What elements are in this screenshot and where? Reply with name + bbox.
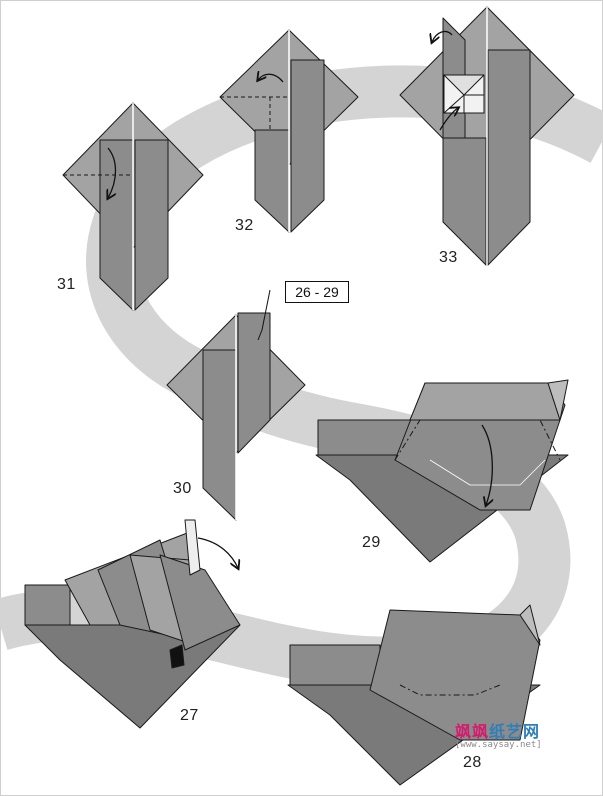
step-number-31: 31 xyxy=(57,276,76,293)
step-number-30: 30 xyxy=(173,480,192,497)
step-27-figure xyxy=(24,519,241,729)
watermark-brand-part2: 纸艺网 xyxy=(489,722,541,741)
step-30-figure xyxy=(166,289,306,521)
watermark-brand: 飒飒纸艺网 xyxy=(455,718,595,742)
step-33-figure xyxy=(399,6,575,266)
step-32-figure xyxy=(219,29,359,233)
step-reference-box: 26 - 29 xyxy=(285,281,349,303)
step-number-32: 32 xyxy=(235,217,254,234)
watermark-url: [www.saysay.net] xyxy=(455,740,542,750)
watermark-brand-part1: 飒飒 xyxy=(455,722,490,741)
step-29-figure xyxy=(315,379,569,563)
step-number-33: 33 xyxy=(439,249,458,266)
step-31-figure xyxy=(62,102,204,311)
step-number-27: 27 xyxy=(180,707,199,724)
watermark: 飒飒纸艺网 [www.saysay.net] xyxy=(455,718,595,750)
step-number-29: 29 xyxy=(362,534,381,551)
step-number-28: 28 xyxy=(463,754,482,771)
step-28-figure xyxy=(287,604,541,786)
